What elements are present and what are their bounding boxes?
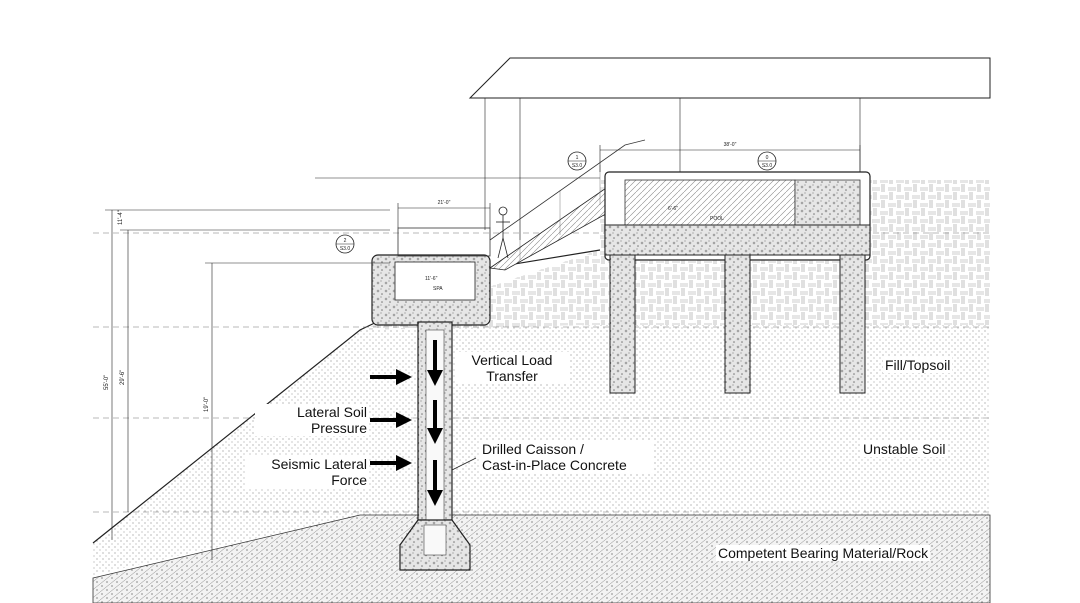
spa-glass-rail [397,227,491,257]
bearing-rock-layer [92,514,991,603]
left-dimension-lines [105,177,600,560]
pool-depth-dim: 6'-6" [668,206,678,212]
vertical-load-label: Vertical Load Transfer [455,352,569,384]
lateral-soil-line-2: Pressure [310,420,367,436]
seismic-force-label: Seismic Lateral Force [245,456,369,488]
left-total-dim: 55'-0" [104,375,110,390]
lateral-arrow-2 [370,412,412,428]
bearing-rock-label: Competent Bearing Material/Rock [716,545,931,561]
section-marker-2: 2 S3.0 [335,234,355,254]
svg-text:1: 1 [576,155,579,161]
spa-depth-dim: 11'-6" [425,276,438,282]
lateral-arrows [370,369,412,471]
spa-width-dim: 21'-0" [438,200,451,206]
left-inner-dim: 19'-0" [204,397,210,412]
left-top-dim: 11'-4" [118,210,124,225]
vertical-arrow-3 [427,460,443,506]
person-figure [496,206,510,259]
pool-piers [609,254,866,394]
unstable-soil-label: Unstable Soil [861,441,948,457]
pool-structure [604,171,871,261]
top-dimension [599,145,861,172]
top-width-dim: 38'-0" [724,142,737,148]
lateral-arrow-1 [370,369,412,385]
vertical-arrow-2 [427,400,443,444]
left-mid-dim: 29'-6" [120,370,126,385]
lateral-soil-label: Lateral Soil Pressure [255,404,369,436]
lateral-soil-line-1: Lateral Soil [296,404,367,420]
seismic-line-1: Seismic Lateral [271,456,367,472]
svg-text:S3.0: S3.0 [572,163,583,169]
section-marker-3: 0 S3.0 [757,151,777,171]
vertical-load-arrows [427,340,443,506]
spa-basin [394,261,476,301]
spa-dimension [397,203,491,228]
vertical-load-line-1: Vertical Load [471,352,553,368]
pool-label: POOL [710,216,724,222]
section-marker-1: 1 S3.0 [567,151,587,171]
caisson-line-2: Cast-in-Place Concrete [482,457,627,473]
caisson-leader-line [451,457,477,471]
caisson-line-1: Drilled Caisson / [482,441,584,457]
staircase [488,139,646,271]
vertical-load-line-2: Transfer [486,368,538,384]
spa-label: SPA [433,286,443,292]
caisson-label: Drilled Caisson / Cast-in-Place Concrete [480,441,654,473]
vertical-arrow-1 [427,340,443,386]
svg-text:2: 2 [344,238,347,244]
svg-text:0: 0 [766,155,769,161]
svg-text:S3.0: S3.0 [762,163,773,169]
fill-topsoil-label: Fill/Topsoil [883,357,953,373]
lateral-arrow-3 [370,455,412,471]
seismic-line-2: Force [331,472,367,488]
svg-text:S3.0: S3.0 [340,246,351,252]
